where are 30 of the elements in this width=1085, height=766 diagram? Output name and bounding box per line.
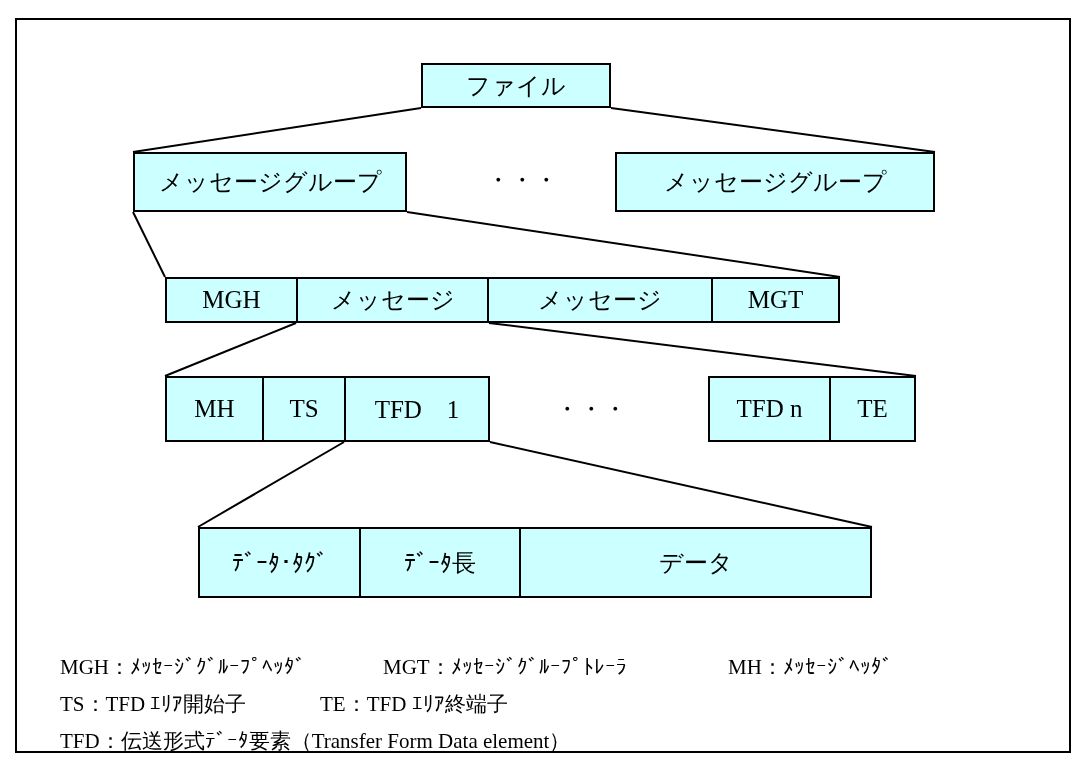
field-cell: MH: [165, 376, 264, 442]
expansion-line: [132, 107, 422, 153]
expansion-line: [164, 322, 297, 377]
expansion-line: [489, 441, 873, 528]
field-cell: メッセージ: [487, 277, 713, 323]
legend-note: TS：TFD ｴﾘｱ開始子: [60, 691, 247, 718]
field-cell: MGT: [711, 277, 840, 323]
field-cell: メッセージ: [296, 277, 489, 323]
legend-note: TFD：伝送形式ﾃﾞｰﾀ要素（Transfer Form Data element）: [60, 728, 571, 755]
field-cell: MGH: [165, 277, 298, 323]
field-cell: TE: [829, 376, 916, 442]
ellipsis: ・・・: [555, 394, 627, 425]
expansion-line: [197, 441, 345, 528]
field-cell: TS: [262, 376, 346, 442]
field-cell: TFD 1: [344, 376, 490, 442]
legend-note: MH：ﾒｯｾｰｼﾞﾍｯﾀﾞ: [728, 654, 893, 681]
field-cell: ﾃﾞｰﾀ長: [359, 527, 521, 598]
group-box: メッセージグループ: [615, 152, 935, 212]
expansion-line: [132, 211, 166, 278]
legend-note: TE：TFD ｴﾘｱ終端子: [320, 691, 508, 718]
field-cell: データ: [519, 527, 872, 598]
expansion-line: [406, 211, 841, 278]
field-cell: ﾃﾞｰﾀ･ﾀｸﾞ: [198, 527, 361, 598]
legend-note: MGH：ﾒｯｾｰｼﾞｸﾞﾙｰﾌﾟﾍｯﾀﾞ: [60, 654, 306, 681]
legend-note: MGT：ﾒｯｾｰｼﾞｸﾞﾙｰﾌﾟﾄﾚｰﾗ: [383, 654, 627, 681]
file-box: ファイル: [421, 63, 611, 108]
group-box: メッセージグループ: [133, 152, 407, 212]
expansion-line: [610, 107, 936, 153]
field-cell: TFD n: [708, 376, 831, 442]
ellipsis: ・・・: [486, 165, 558, 196]
